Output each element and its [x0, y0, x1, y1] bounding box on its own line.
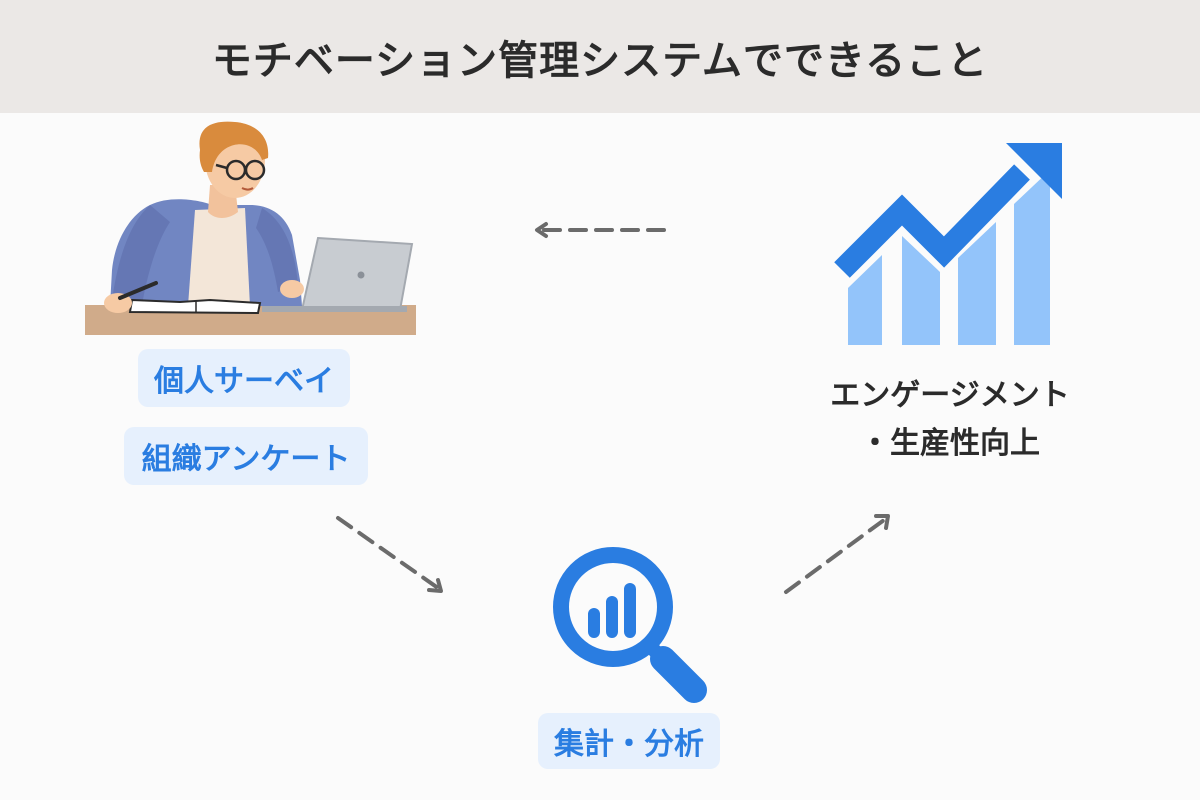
arrow-analysis-to-growth-icon: [784, 514, 890, 594]
result-line-1: エンゲージメント: [830, 378, 1070, 413]
survey-tag: 個人サーベイ: [138, 349, 350, 407]
header-banner: モチベーション管理システムでできること: [0, 0, 1200, 113]
org-survey-tag: 組織アンケート: [124, 427, 368, 485]
aggregate-analysis-tag: 集計・分析: [538, 713, 720, 769]
arrow-growth-to-person-icon: [535, 222, 666, 238]
result-label: エンゲージメント ・生産性向上: [800, 372, 1100, 468]
page-title: モチベーション管理システムでできること: [211, 37, 989, 84]
arrow-person-to-analysis-icon: [336, 516, 443, 593]
result-line-2: ・生産性向上: [860, 426, 1040, 461]
